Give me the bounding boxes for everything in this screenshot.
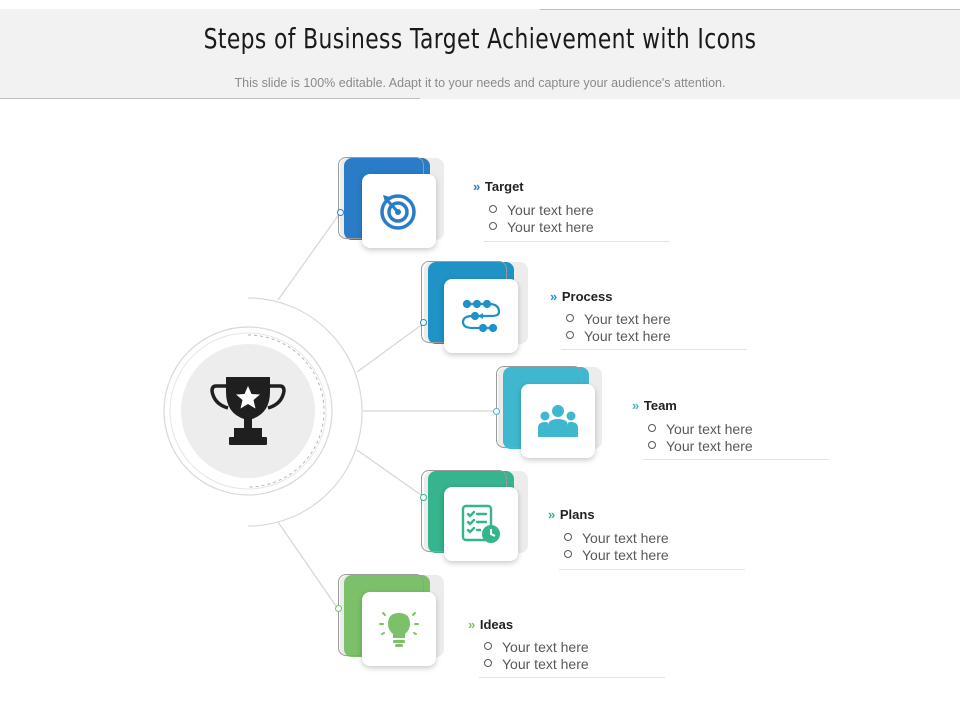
bullet-item: Your text here (489, 202, 594, 218)
divider (484, 241, 670, 242)
bullet-text: Your text here (502, 639, 589, 655)
chevron-right-icon: » (550, 289, 557, 304)
bullet-text: Your text here (666, 438, 753, 454)
divider (643, 459, 829, 460)
chevron-right-icon: » (632, 398, 639, 413)
connector-line-ideas (277, 521, 339, 610)
step-label-text: Team (643, 398, 677, 413)
chevron-right-icon: » (548, 507, 555, 522)
step-label-text: Plans (559, 507, 595, 522)
bullet-item: Your text here (566, 328, 671, 344)
connector-line-target (277, 212, 341, 301)
bullet-circle-icon (648, 424, 656, 433)
bullet-circle-icon (566, 314, 574, 323)
bullet-text: Your text here (666, 421, 753, 437)
bullet-text: Your text here (502, 656, 589, 672)
bullet-item: Your text here (564, 530, 669, 546)
bullet-text: Your text here (584, 328, 671, 344)
bullet-circle-icon (566, 331, 574, 340)
step-label: » Plans (548, 507, 595, 522)
chevron-right-icon: » (473, 179, 480, 194)
bullet-circle-icon (484, 659, 492, 668)
connector-dot (420, 319, 427, 326)
team-icon (538, 405, 578, 437)
divider (561, 349, 747, 350)
bullet-item: Your text here (489, 219, 594, 235)
bullet-circle-icon (564, 533, 572, 542)
connector-dot (420, 494, 427, 501)
bullet-item: Your text here (484, 639, 589, 655)
step-label-text: Ideas (479, 617, 514, 632)
step-label: » Ideas (468, 617, 513, 632)
header-divider-top (540, 9, 960, 10)
process-icon (461, 299, 501, 333)
page-subtitle: This slide is 100% editable. Adapt it to… (234, 76, 726, 90)
bullet-text: Your text here (507, 219, 594, 235)
connector-dot (335, 605, 342, 612)
checklist-icon (461, 504, 500, 543)
card-front (362, 174, 436, 248)
connector-dot (493, 408, 500, 415)
bullet-text: Your text here (582, 547, 669, 563)
divider (479, 677, 665, 678)
bullet-text: Your text here (507, 202, 594, 218)
target-icon (380, 194, 416, 230)
bullet-item: Your text here (566, 311, 671, 327)
chevron-right-icon: » (468, 617, 475, 632)
page-title: Steps of Business Target Achievement wit… (203, 22, 757, 55)
divider (559, 569, 745, 570)
lightbulb-icon (379, 612, 419, 647)
bullet-item: Your text here (648, 438, 753, 454)
bullet-circle-icon (648, 441, 656, 450)
card-front (521, 384, 595, 458)
bullet-item: Your text here (484, 656, 589, 672)
header-band (0, 9, 960, 99)
card-front (444, 487, 518, 561)
step-label: » Team (632, 398, 677, 413)
bullet-circle-icon (564, 550, 572, 559)
bullet-circle-icon (489, 205, 497, 214)
bullet-text: Your text here (582, 530, 669, 546)
step-label: » Process (550, 289, 612, 304)
step-label-text: Process (561, 289, 613, 304)
card-front (362, 592, 436, 666)
step-label-text: Target (484, 179, 524, 194)
trophy-icon (210, 377, 286, 445)
bullet-circle-icon (489, 222, 497, 231)
connector-line-process (356, 322, 425, 373)
header-divider-bottom (0, 98, 420, 99)
bullet-circle-icon (484, 642, 492, 651)
connector-line-plans (356, 449, 425, 498)
card-front (444, 279, 518, 353)
connector-dot (337, 209, 344, 216)
outer-arc (247, 297, 363, 527)
bullet-item: Your text here (648, 421, 753, 437)
bullet-text: Your text here (584, 311, 671, 327)
bullet-item: Your text here (564, 547, 669, 563)
step-label: » Target (473, 179, 524, 194)
